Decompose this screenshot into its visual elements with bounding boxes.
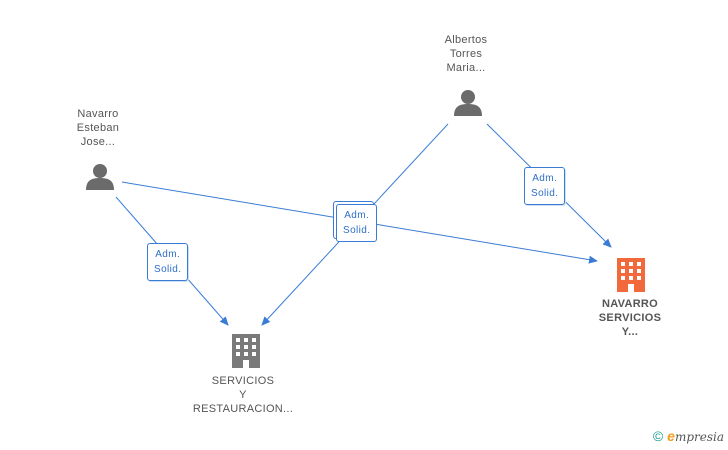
brand-footer: © empresia	[653, 428, 724, 444]
label-line: Esteban	[76, 122, 120, 134]
badge-line: Adm.	[532, 173, 558, 184]
label-line: Navarro	[77, 108, 119, 120]
company-label-servicios[interactable]: SERVICIOS Y RESTAURACION...	[183, 374, 303, 416]
label-line: SERVICIOS	[211, 375, 275, 387]
badge-line: Solid.	[154, 264, 182, 275]
copyright-symbol: ©	[652, 428, 664, 444]
edge-label-adm-solid[interactable]: Adm. Solid.	[524, 167, 566, 205]
brand-logo[interactable]: empresia	[667, 428, 724, 444]
label-line: Jose...	[80, 136, 116, 148]
brand-initial: e	[667, 428, 675, 444]
edge-label-adm-solid[interactable]: Adm. Solid.	[147, 243, 189, 281]
building-icon[interactable]	[617, 258, 645, 292]
person-label-navarro[interactable]: Navarro Esteban Jose...	[38, 107, 158, 149]
label-line: RESTAURACION...	[192, 403, 294, 415]
label-line: Torres	[449, 48, 483, 60]
person-icon[interactable]	[454, 90, 482, 116]
label-line: NAVARRO	[601, 298, 659, 310]
person-label-albertos[interactable]: Albertos Torres Maria...	[406, 33, 526, 75]
badge-line: Solid.	[343, 225, 371, 236]
building-icon[interactable]	[232, 334, 260, 368]
badge-line: Adm.	[155, 249, 181, 260]
badge-line: Adm.	[344, 210, 370, 221]
label-line: Y...	[621, 326, 639, 338]
label-line: Albertos	[444, 34, 488, 46]
edge-label-adm-solid[interactable]: Adm. Solid.	[336, 204, 378, 242]
badge-line: Solid.	[531, 188, 559, 199]
label-line: Maria...	[446, 62, 486, 74]
company-label-navarro-servicios[interactable]: NAVARRO SERVICIOS Y...	[570, 297, 690, 339]
brand-name: mpresia	[674, 430, 724, 444]
person-icon[interactable]	[86, 164, 114, 190]
label-line: Y	[239, 389, 247, 401]
label-line: SERVICIOS	[598, 312, 662, 324]
